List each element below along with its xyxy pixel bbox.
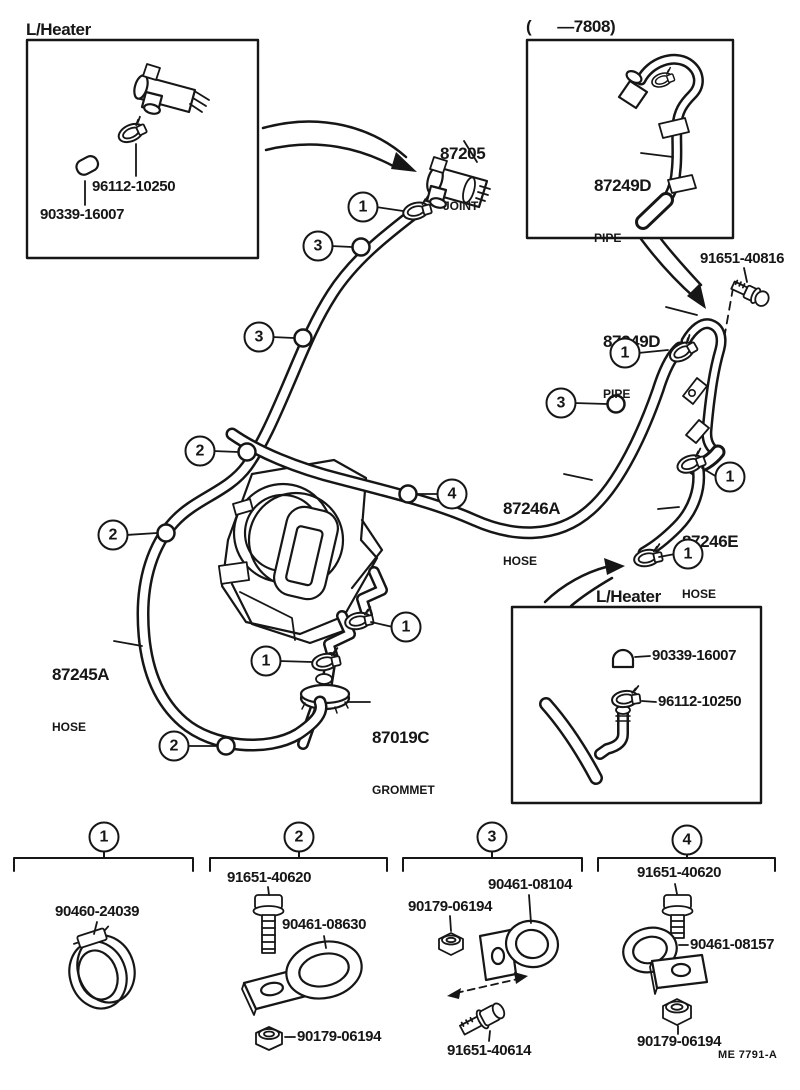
inset-top-left-box [25, 38, 260, 260]
label-90179-06194-g2: 90179-06194 [297, 1028, 382, 1045]
legend-group3-number: 3 [476, 821, 508, 853]
legend-nut-90179-06194-g4 [662, 998, 692, 1035]
part-name: HOSE [52, 719, 87, 734]
legend-clamp-90461-08104 [478, 894, 560, 982]
label-91651-40614: 91651-40614 [447, 1042, 532, 1059]
callout-1: 1 [250, 645, 282, 677]
callout-1: 1 [347, 191, 379, 223]
label-87019c-grommet: 87019C GROMMET [372, 692, 435, 815]
part-number: 87249D [594, 175, 652, 195]
callout-3: 3 [302, 230, 334, 262]
joint-87205-art [425, 140, 491, 209]
part-name: JOINT [443, 198, 479, 213]
part-name: PIPE [603, 386, 631, 401]
label-90179-06194-g4: 90179-06194 [637, 1033, 722, 1050]
callout-1: 1 [390, 611, 422, 643]
callout-2: 2 [97, 519, 129, 551]
legend-group4-number: 4 [671, 824, 703, 856]
part-name: HOSE [682, 586, 717, 601]
callout-3: 3 [545, 387, 577, 419]
callout-2: 2 [184, 435, 216, 467]
label-pointer-lines [113, 306, 698, 703]
page-code: ME 7791-A [718, 1049, 778, 1061]
part-number: 87246A [503, 498, 561, 518]
label-87249d-inset: 87249D PIPE [594, 140, 652, 263]
arrow-from-top-left-inset [261, 120, 417, 172]
label-96112-10250-bottom: 96112-10250 [658, 693, 742, 710]
label-90460-24039: 90460-24039 [55, 903, 140, 920]
label-90339-16007-bottom: 90339-16007 [652, 647, 737, 664]
part-number: 87245A [52, 664, 110, 684]
part-number: 87019C [372, 727, 430, 747]
inset-bottom-right-box [510, 605, 763, 805]
legend-group2-number: 2 [283, 821, 315, 853]
legend-nut-90179-06194-g3 [438, 915, 464, 956]
pipe-87249d-art [680, 267, 770, 476]
label-90461-08104: 90461-08104 [488, 876, 573, 893]
callout-1: 1 [714, 461, 746, 493]
inset-top-right-box [525, 38, 735, 240]
legend-group1-number: 1 [88, 821, 120, 853]
legend-dashed-arrow [447, 972, 528, 999]
label-91651-40620-g4: 91651-40620 [637, 864, 722, 881]
label-91651-40816: 91651-40816 [700, 250, 785, 267]
part-name: PIPE [594, 230, 622, 245]
legend-clamp-90461-08630 [241, 935, 363, 1016]
legend-clamp-90461-08157 [622, 926, 709, 995]
label-90461-08630: 90461-08630 [282, 916, 367, 933]
legend-bolt-91651-40614 [459, 1002, 506, 1036]
part-name: HOSE [503, 553, 538, 568]
grommet-art [299, 673, 351, 714]
legend-bolt-91651-40620-g2 [252, 886, 285, 954]
label-96112-10250-top: 96112-10250 [92, 178, 176, 195]
hose-87246a-art [225, 341, 687, 540]
label-87245a-hose: 87245A HOSE [52, 629, 110, 752]
hose-87245a-art [136, 204, 424, 752]
label-90179-06194-g3: 90179-06194 [408, 898, 493, 915]
arrow-to-lower-clamp [543, 558, 625, 608]
inset-top-left-title: L/Heater [26, 20, 91, 39]
callout-3: 3 [243, 321, 275, 353]
callout-4: 4 [436, 478, 468, 510]
legend-bolt-91651-40620-g4 [661, 883, 694, 939]
part-name: GROMMET [372, 782, 435, 797]
label-90461-08157: 90461-08157 [690, 936, 775, 953]
label-87205-joint: 87205 JOINT [440, 108, 486, 231]
callout-1: 1 [672, 538, 704, 570]
arrow-from-top-right-inset [639, 237, 706, 309]
legend-clamp-90460-24039 [68, 921, 136, 1010]
callout-2: 2 [158, 730, 190, 762]
callout-1: 1 [609, 337, 641, 369]
part-number: 87205 [440, 143, 486, 163]
hose-87246e-art [637, 461, 706, 560]
legend-brackets [13, 850, 776, 872]
inset-bottom-right-title: L/Heater [596, 587, 661, 606]
legend-nut-90179-06194-g2 [255, 1026, 296, 1051]
label-91651-40620-g2: 91651-40620 [227, 869, 312, 886]
inset-top-right-title: ( —7808) [526, 17, 616, 36]
label-87246a-hose: 87246A HOSE [503, 463, 561, 586]
label-90339-16007-top: 90339-16007 [40, 206, 125, 223]
bolt-91651-40816-art [730, 279, 770, 307]
